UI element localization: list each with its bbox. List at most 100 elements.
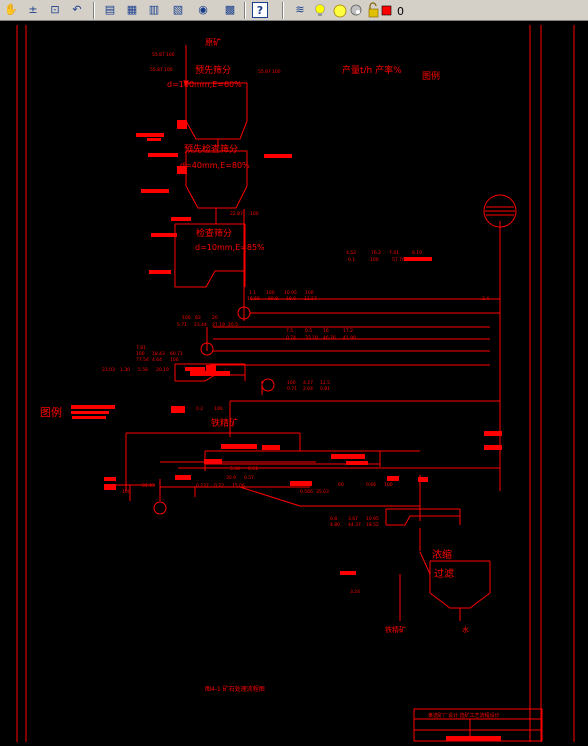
flow-value: 4.52 (346, 250, 356, 256)
feed-label: 原矿 (205, 37, 221, 47)
flow-value: 0.5 (305, 328, 312, 334)
lightbulb-on-icon[interactable] (315, 4, 325, 17)
flow-values: 55.87 100 55.87 100 55.87 100 22.87 100 … (102, 52, 489, 595)
flow-value: 100 (182, 315, 191, 321)
legend-tag: 图例 (422, 70, 440, 82)
drawing-canvas[interactable]: 原矿 预先筛分 d=100mm,E=60% 预先检查筛分 d=40mm,E=80… (0, 21, 588, 742)
legend-header: 产量t/h 产率% (342, 64, 402, 76)
flow-value: 8.19 (412, 250, 422, 256)
flow-value: 46.76 (323, 335, 336, 341)
flow-value: 0.66 (366, 482, 376, 488)
padlock-unlock-icon[interactable] (368, 2, 379, 18)
flow-value: 100 (370, 257, 379, 263)
flow-value: 7.81 (136, 345, 146, 351)
flow-lines (112, 45, 501, 621)
sheet-set-icon[interactable]: ▧ (172, 3, 184, 16)
flow-value: 0.81 (320, 386, 330, 392)
flow-value: 35.03 (316, 489, 329, 495)
screen1-spec: d=100mm,E=60% (167, 80, 242, 89)
layer-state-strip[interactable]: 0 (312, 2, 407, 19)
flow-value: 27.19 (212, 322, 225, 328)
flow-value: 0.2 (196, 406, 203, 412)
flow-value: 100 (272, 69, 281, 75)
viewport-freeze-icon[interactable] (350, 4, 362, 16)
flow-value: 100 (122, 489, 131, 495)
flow-value: 100 (384, 482, 393, 488)
flow-value: 0.74 (286, 335, 296, 341)
flow-value: 16.65 (247, 296, 260, 302)
tool-palettes-icon[interactable]: ▥ (148, 3, 160, 16)
flow-value: 6.8 (330, 516, 337, 522)
help-icon[interactable]: ? (252, 2, 268, 18)
flow-value: 16 (323, 328, 329, 334)
flow-value: 100 (214, 406, 223, 412)
flow-value: 0.57 (244, 475, 254, 481)
current-layer-name: 0 (397, 5, 404, 18)
drawing-frame (16, 25, 575, 742)
flow-value: 10.95 (366, 516, 379, 522)
flow-value: 20.5 (228, 322, 238, 328)
flowsheet-drawing[interactable]: 原矿 预先筛分 d=100mm,E=60% 预先检查筛分 d=40mm,E=80… (0, 21, 588, 742)
legend-left-label: 图例 (40, 405, 62, 419)
flow-value: 7.41 (389, 250, 399, 256)
flow-value: 83 (195, 315, 201, 321)
toolbar-separator (244, 2, 246, 19)
thickening-label: 浓缩 (432, 548, 452, 561)
flow-value: 69.8 (268, 296, 278, 302)
screen3-spec: d=10mm,E=85% (195, 243, 265, 252)
flow-value: 23.44 (194, 322, 207, 328)
flow-value: 0.1 (348, 257, 355, 263)
flow-value: 81.93 (142, 483, 155, 489)
flow-value: 55.87 (152, 52, 165, 58)
flow-value: 60 (338, 482, 344, 488)
screen2-title: 预先检查筛分 (184, 143, 238, 155)
properties-icon[interactable]: ▤ (104, 3, 116, 16)
flow-value: 100 (250, 211, 259, 217)
screen1-title: 预先筛分 (195, 64, 231, 76)
flow-value: 10.95 (284, 290, 297, 296)
flow-value: 3.24 (350, 589, 360, 595)
flow-value: 0.51 (248, 466, 258, 472)
flow-value: 100 (266, 290, 275, 296)
flow-value: 7.5 (286, 328, 293, 334)
flow-value: 0.71 (287, 386, 297, 392)
flow-value: 4.27 (303, 380, 313, 386)
flow-value: 100 (166, 52, 175, 58)
zoom-window-icon[interactable]: ⊡ (50, 3, 60, 16)
zoom-previous-icon[interactable]: ↶ (72, 3, 82, 16)
flow-value: 0.72 (214, 483, 224, 489)
toolbar-separator (282, 2, 284, 19)
flow-value: 41.99 (343, 335, 356, 341)
screen2-spec: d=40mm,E=80% (180, 161, 250, 170)
flow-value: 44.37 (348, 522, 361, 528)
flow-value: 5.56 (138, 367, 148, 373)
toolbar-separator (93, 2, 95, 19)
flow-value: 77.54 (136, 357, 149, 363)
thickener-tank (483, 194, 517, 228)
flow-value: 20 (212, 315, 218, 321)
flow-value: 1.1 (249, 290, 256, 296)
flow-value: 12.5 (320, 380, 330, 386)
sun-thaw-icon[interactable] (333, 4, 347, 18)
title-block-text: 某选矿厂设计 选矿工艺流程设计 (428, 712, 500, 719)
flow-value: 18.43 (152, 351, 165, 357)
design-center-icon[interactable]: ▦ (126, 3, 138, 16)
flow-value: 18.52 (366, 522, 379, 528)
flow-value: 0.566 (300, 489, 313, 495)
flow-value: 1.30 (120, 367, 130, 373)
flow-value: 4.64 (152, 357, 162, 363)
flowsheet-labels: 原矿 预先筛分 d=100mm,E=60% 预先检查筛分 d=40mm,E=80… (40, 37, 500, 719)
markup-icon[interactable]: ◉ (198, 3, 208, 16)
flow-value: 57.76 (392, 257, 405, 263)
cad-toolbar: ✋ ± ⊡ ↶ ▤ ▦ ▥ ▧ ◉ ▩ ? ≋ 0 (0, 0, 588, 21)
pan-icon[interactable]: ✋ (4, 3, 18, 16)
flow-value: 5.71 (177, 322, 187, 328)
flow-value: 20.19 (156, 367, 169, 373)
zoom-realtime-icon[interactable]: ± (28, 3, 38, 16)
flow-value: 100 (164, 67, 173, 73)
flow-value: 5.34 (230, 466, 240, 472)
concentrate-product-label: 铁精矿 (385, 625, 406, 634)
flow-value: 55.87 (150, 67, 163, 73)
calculator-icon[interactable]: ▩ (224, 3, 236, 16)
layer-manager-icon[interactable]: ≋ (295, 3, 305, 16)
